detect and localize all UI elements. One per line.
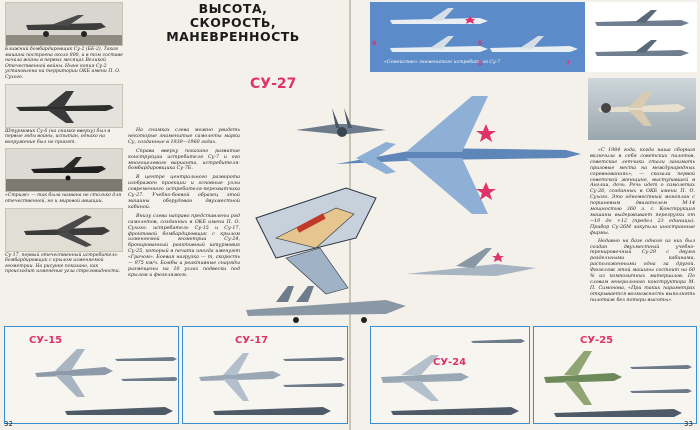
- su25-views-icon: [544, 351, 692, 417]
- su26-plane-icon: [598, 92, 686, 126]
- middle-paragraph: На снимках слева можно увидеть некоторые…: [128, 128, 240, 145]
- page-number-right: 33: [684, 420, 693, 428]
- right-paragraph: «С 1984 года, когда наша сборная включил…: [590, 148, 695, 236]
- photo-su6: [5, 83, 123, 128]
- box-su24: СУ-24: [370, 326, 530, 424]
- page-title: ВЫСОТА, СКОРОСТЬ, МАНЕВРЕННОСТЬ: [166, 1, 300, 44]
- photo-su17: [5, 207, 123, 252]
- label-su25: СУ-25: [580, 335, 614, 346]
- variant-mark: А: [372, 40, 377, 47]
- label-su17: СУ-17: [235, 335, 269, 346]
- su27-top-view-icon: [336, 96, 581, 214]
- middle-text-column: На снимках слева можно увидеть некоторые…: [128, 128, 240, 282]
- variant-mark: В: [478, 60, 483, 67]
- su27-label: СУ-27: [250, 76, 297, 92]
- su27-diagram: [246, 96, 581, 323]
- right-paragraph: Недавно на базе одного из них был создан…: [590, 238, 695, 303]
- middle-paragraph: Внизу слева направо представлены ряд сам…: [128, 213, 240, 278]
- variant-mark: Г: [567, 60, 571, 67]
- su17-views-icon: [199, 353, 345, 415]
- su27-side-view-icon: [246, 248, 536, 323]
- photo-su2: [5, 2, 123, 46]
- band-caption: «Семейство» знаменитого истребителя Су-7: [384, 60, 501, 65]
- su7-family-band: [370, 2, 585, 72]
- box-su25: СУ-25: [533, 326, 697, 424]
- caption-su17: Су-17, первый отечественный истребитель-…: [5, 252, 121, 275]
- su24-views-icon: [381, 339, 525, 415]
- box-su17: СУ-17: [182, 326, 348, 424]
- su27-cutaway-icon: [255, 187, 377, 295]
- su15-views-icon: [35, 349, 179, 415]
- box-su15: СУ-15: [4, 326, 179, 424]
- su27-front-view-icon: [296, 108, 386, 137]
- caption-su2: Ближний бомбардировщик Су-2 (ББ-2). Така…: [5, 47, 123, 80]
- label-su24: СУ-24: [433, 357, 467, 368]
- su6-plane-icon: [6, 84, 122, 127]
- page-number-left: 32: [4, 420, 13, 428]
- strizh-plane-icon: [6, 149, 122, 192]
- right-text-column: «С 1984 года, когда наша сборная включил…: [590, 148, 695, 306]
- su7-variant-white-panel: [585, 2, 697, 72]
- caption-strizh: «Стриж» — так была названа не столько дл…: [5, 193, 122, 204]
- su17-plane-icon: [6, 208, 122, 251]
- middle-paragraph: Справа вверху показано развитие конструк…: [128, 148, 240, 172]
- left-photo-column: Ближний бомбардировщик Су-2 (ББ-2). Така…: [5, 2, 123, 278]
- su7-variant-icon: [595, 10, 689, 56]
- middle-paragraph: В центре центрального разворота изображе…: [128, 175, 240, 210]
- photo-su26: [588, 78, 696, 140]
- su2-plane-icon: [6, 3, 122, 45]
- variant-mark: Б: [478, 40, 483, 47]
- photo-strizh: [5, 148, 123, 193]
- caption-su6: Штурмовик Су-6 (на снимке вверху) был в …: [5, 128, 111, 145]
- su7-variants-icon: [390, 8, 578, 52]
- label-su15: СУ-15: [29, 335, 63, 346]
